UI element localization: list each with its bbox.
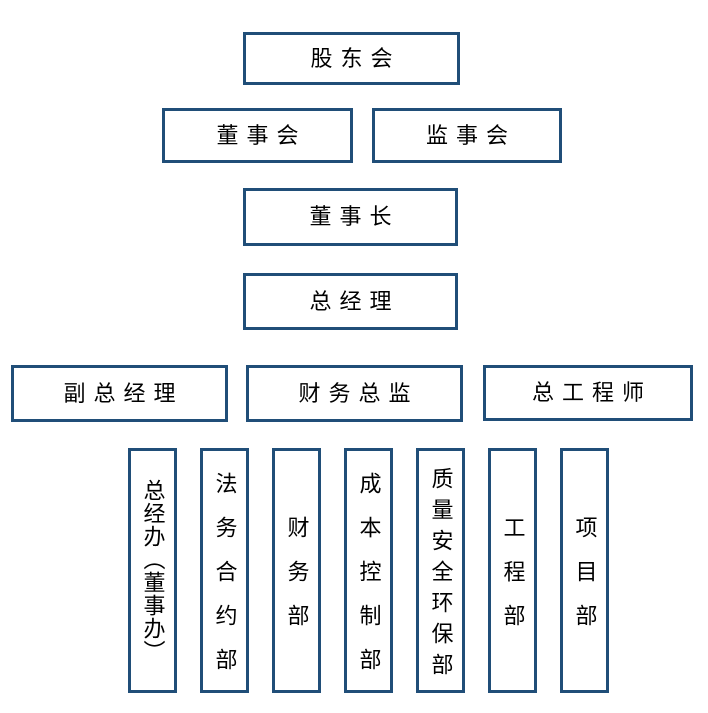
org-node-finance-director-label: 财务总监 bbox=[298, 380, 419, 406]
org-node-board-of-directors: 董事会 bbox=[162, 108, 353, 163]
org-node-chairman: 董事长 bbox=[243, 188, 458, 246]
org-node-legal-contract-dept-label: 法务合约部 bbox=[212, 471, 238, 692]
org-node-chief-engineer: 总工程师 bbox=[483, 365, 693, 421]
org-node-engineering-dept: 工程部 bbox=[488, 448, 537, 693]
org-node-finance-dept: 财务部 bbox=[272, 448, 321, 693]
org-node-finance-director: 财务总监 bbox=[246, 365, 463, 422]
org-node-cost-control-dept-label: 成本控制部 bbox=[356, 471, 382, 692]
org-node-quality-safety-env-dept-label: 质量安全环保部 bbox=[428, 466, 454, 684]
org-node-gm-office: 总经办（董事办） bbox=[128, 448, 177, 693]
org-node-board-of-directors-label: 董事会 bbox=[216, 122, 307, 148]
org-node-deputy-general-manager: 副总经理 bbox=[11, 365, 228, 422]
org-node-project-dept-label: 项目部 bbox=[572, 515, 598, 648]
org-node-cost-control-dept: 成本控制部 bbox=[344, 448, 393, 693]
org-node-shareholders: 股东会 bbox=[243, 32, 460, 85]
org-node-deputy-general-manager-label: 副总经理 bbox=[63, 380, 184, 406]
org-node-gm-office-label: 总经办（董事办） bbox=[140, 479, 166, 663]
org-node-finance-dept-label: 财务部 bbox=[284, 515, 310, 648]
org-node-general-manager-label: 总经理 bbox=[309, 288, 400, 314]
org-node-legal-contract-dept: 法务合约部 bbox=[200, 448, 249, 693]
org-node-general-manager: 总经理 bbox=[243, 273, 458, 330]
org-node-project-dept: 项目部 bbox=[560, 448, 609, 693]
org-node-chief-engineer-label: 总工程师 bbox=[531, 380, 652, 405]
org-node-chairman-label: 董事长 bbox=[309, 204, 400, 229]
org-node-engineering-dept-label: 工程部 bbox=[500, 515, 526, 648]
org-node-quality-safety-env-dept: 质量安全环保部 bbox=[416, 448, 465, 693]
org-node-supervisory-board: 监事会 bbox=[372, 108, 562, 163]
org-node-supervisory-board-label: 监事会 bbox=[425, 122, 516, 148]
org-node-shareholders-label: 股东会 bbox=[310, 45, 401, 71]
